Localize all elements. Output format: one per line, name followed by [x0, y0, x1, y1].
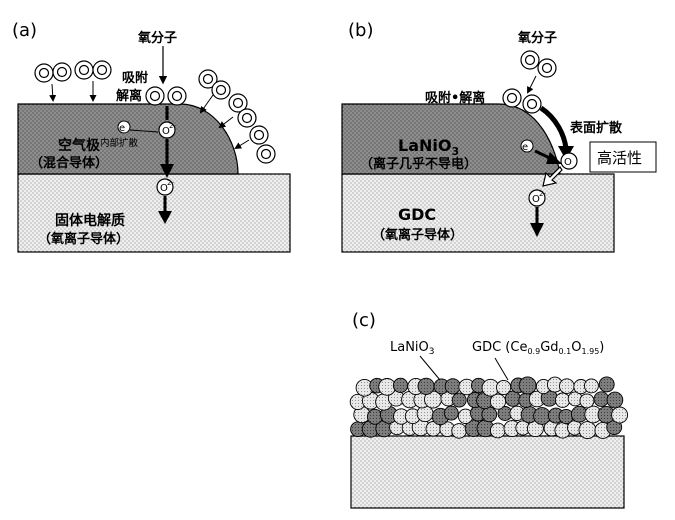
oxygen-molecule-label-b: 氧分子 [517, 30, 557, 46]
electrode-label-a: 空气极 [58, 137, 101, 154]
lanio3-particle [533, 407, 551, 425]
gdc-particle [554, 392, 571, 408]
gdc-particle [378, 378, 396, 396]
lanio3-particle [518, 376, 537, 395]
lanio3-particle [443, 405, 459, 421]
dissociate-label-a: 解离 [115, 88, 142, 104]
svg-text:2-: 2- [167, 179, 174, 187]
high-activity-box [589, 141, 657, 173]
adsorb-label-a: 吸附 [122, 70, 148, 86]
electrode-sublabel-a: （混合导体） [30, 155, 108, 171]
svg-text:2-: 2- [539, 190, 546, 198]
gdc-particle [496, 379, 512, 396]
gdc-particle [611, 406, 629, 424]
gdc-note-b: （氧离子导体） [372, 227, 463, 243]
oxygen-ion-b: O 2- [528, 189, 546, 207]
svg-text:e: e [119, 123, 125, 134]
lanio3-particle [593, 391, 610, 407]
svg-text:O: O [162, 126, 170, 137]
svg-text:O: O [564, 157, 572, 168]
surface-diffusion-label: 表面扩散 [569, 120, 623, 136]
gdc-particle [451, 423, 467, 439]
lanio3-leader-line [419, 355, 441, 381]
electrolyte-label-a: 固体电解质 [55, 212, 125, 229]
gdc-particle [583, 378, 599, 394]
gdc-particle [579, 393, 595, 409]
lanio3-particle [392, 377, 409, 394]
panel-a-tag: (a) [12, 20, 37, 41]
electron-b: e - [520, 136, 534, 153]
lanio3-label: LaNiO3 [398, 136, 459, 158]
gdc-substrate [350, 435, 625, 509]
svg-text:e: e [522, 142, 528, 153]
oxygen-ion-electrolyte: O 2- [156, 178, 174, 196]
lanio3-particle [417, 377, 435, 395]
electrolyte-sublabel-a: （氧离子导体） [38, 231, 129, 247]
surface-diffusion-arrow [539, 105, 569, 149]
gdc-formula-label: GDC (Ce0.9Gd0.1O1.95) [472, 340, 604, 356]
svg-text:-: - [529, 136, 532, 145]
lanio3-particle [481, 406, 498, 423]
gdc-electrolyte-layer [341, 173, 615, 253]
composite-particle-layer [349, 376, 629, 440]
panel-b: (b) 氧分子 吸附•解离 表面扩散 高活性 e - [341, 20, 657, 253]
svg-text:O: O [532, 194, 540, 205]
gdc-particle [559, 378, 575, 394]
oxygen-molecule-label-a: 氧分子 [137, 30, 177, 46]
gdc-particle [489, 393, 507, 410]
oxygen-molecule-group-left [34, 60, 112, 102]
svg-text:O: O [160, 183, 168, 194]
lanio3-particle [598, 376, 615, 393]
panel-c: (c) LaNiO3 GDC (Ce0.9Gd0.1O1.95) [349, 310, 629, 509]
adsorbed-oxygen-a [145, 86, 187, 106]
oxygen-ion-electrode: O 2- [158, 121, 176, 139]
lanio3-particle [451, 392, 467, 408]
gdc-leader-line [494, 357, 509, 381]
lanio3-particle [606, 391, 624, 409]
lanio3-particle [558, 408, 574, 425]
adsorbed-oxygen-b [502, 88, 542, 114]
gdc-particle [578, 421, 597, 440]
panel-a: (a) 氧分子 吸附 解离 [12, 20, 291, 253]
internal-diffusion-label: 内部扩散 [100, 137, 139, 149]
oxygen-molecule-b [520, 50, 557, 94]
gdc-particle [489, 422, 506, 439]
panel-c-tag: (c) [352, 310, 376, 331]
lanio3-label-c: LaNiO3 [390, 340, 435, 357]
high-activity-label: 高活性 [597, 149, 642, 167]
electron-a: e - [117, 117, 159, 134]
svg-text:2-: 2- [169, 122, 176, 130]
panel-b-tag: (b) [348, 20, 373, 41]
oxygen-molecule-chain-right [198, 69, 276, 164]
lanio3-particle [366, 408, 383, 425]
oxygen-atom-b: O [560, 152, 578, 170]
svg-text:-: - [126, 117, 129, 126]
gdc-label-b: GDC [398, 205, 436, 224]
lanio3-particle [444, 378, 461, 395]
adsorb-dissociate-label-b: 吸附•解离 [425, 90, 485, 106]
lanio3-note: （离子几乎不导电） [360, 156, 477, 172]
incorporation-arrow [542, 166, 563, 187]
electrolyte-layer [17, 173, 291, 253]
